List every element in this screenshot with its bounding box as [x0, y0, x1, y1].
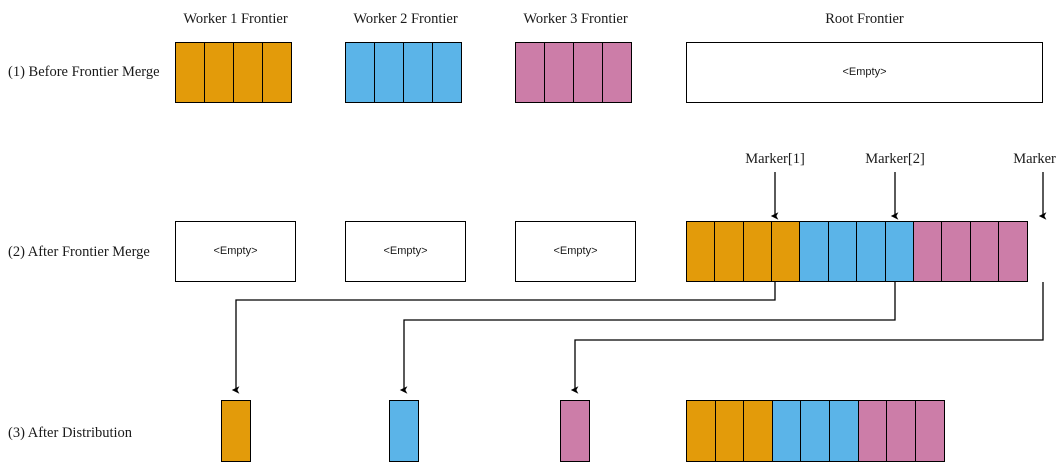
- worker2-frontier-cell: [402, 42, 433, 103]
- distribution-connector-3: [570, 282, 1044, 394]
- root-frontier-cell: [827, 221, 858, 282]
- worker1-frontier-cell: [221, 400, 251, 462]
- column-title-worker-3: Worker 3 Frontier: [523, 11, 628, 27]
- worker3-frontier-cell: [543, 42, 575, 103]
- row2-worker3-empty-box: <Empty>: [515, 221, 636, 282]
- marker-label-3: Marker[3]: [1013, 151, 1056, 167]
- root-frontier-cell: [686, 221, 716, 282]
- root-frontier-cell: [799, 221, 830, 282]
- worker2-frontier-cell: [373, 42, 405, 103]
- root-frontier-cell: [800, 400, 831, 462]
- empty-placeholder-text: <Empty>: [553, 245, 598, 257]
- root-frontier-cell: [771, 400, 802, 462]
- worker2-frontier-cell: [431, 42, 462, 103]
- root-frontier-cell: [856, 221, 886, 282]
- root-frontier-cell: [829, 400, 860, 462]
- root-frontier-cell: [997, 221, 1028, 282]
- worker1-frontier-cell: [261, 42, 292, 103]
- row1-worker1-frontier: [175, 42, 296, 103]
- distribution-connector-2: [399, 282, 896, 394]
- row-label-after-frontier-merge: (2) After Frontier Merge: [8, 244, 150, 260]
- row3-worker2-frontier: [389, 400, 419, 462]
- row1-root-frontier-empty-box: <Empty>: [686, 42, 1043, 103]
- worker1-frontier-cell: [203, 42, 235, 103]
- root-frontier-cell: [771, 221, 801, 282]
- row2-worker2-empty-box: <Empty>: [345, 221, 466, 282]
- row3-worker3-frontier: [560, 400, 590, 462]
- column-title-worker-1: Worker 1 Frontier: [183, 11, 288, 27]
- empty-placeholder-text: <Empty>: [383, 245, 428, 257]
- empty-placeholder-text: <Empty>: [842, 66, 887, 78]
- root-frontier-cell: [914, 400, 945, 462]
- worker3-frontier-cell: [572, 42, 603, 103]
- row2-root-frontier: [686, 221, 1043, 282]
- marker-label-1: Marker[1]: [745, 151, 805, 167]
- root-frontier-cell: [742, 221, 773, 282]
- row-label-before-frontier-merge: (1) Before Frontier Merge: [8, 64, 160, 80]
- root-frontier-cell: [969, 221, 1000, 282]
- column-title-root: Root Frontier: [825, 11, 904, 27]
- root-frontier-cell: [686, 400, 716, 462]
- worker2-frontier-cell: [389, 400, 419, 462]
- empty-placeholder-text: <Empty>: [213, 245, 258, 257]
- distribution-connector-1: [231, 282, 776, 394]
- column-title-worker-2: Worker 2 Frontier: [353, 11, 458, 27]
- worker3-frontier-cell: [601, 42, 632, 103]
- root-frontier-cell: [857, 400, 888, 462]
- marker-label-2: Marker[2]: [865, 151, 925, 167]
- row-label-after-distribution: (3) After Distribution: [8, 425, 133, 441]
- root-frontier-cell: [714, 221, 745, 282]
- root-frontier-cell: [912, 221, 943, 282]
- worker3-frontier-cell: [560, 400, 590, 462]
- row3-root-frontier: [686, 400, 956, 462]
- worker1-frontier-cell: [175, 42, 206, 103]
- root-frontier-cell: [884, 221, 915, 282]
- root-frontier-cell: [886, 400, 917, 462]
- row1-worker2-frontier: [345, 42, 466, 103]
- worker3-frontier-cell: [515, 42, 546, 103]
- worker2-frontier-cell: [345, 42, 376, 103]
- row2-worker1-empty-box: <Empty>: [175, 221, 296, 282]
- row3-worker1-frontier: [221, 400, 251, 462]
- root-frontier-cell: [743, 400, 774, 462]
- root-frontier-cell: [714, 400, 745, 462]
- root-frontier-cell: [941, 221, 971, 282]
- row1-worker3-frontier: [515, 42, 636, 103]
- worker1-frontier-cell: [232, 42, 263, 103]
